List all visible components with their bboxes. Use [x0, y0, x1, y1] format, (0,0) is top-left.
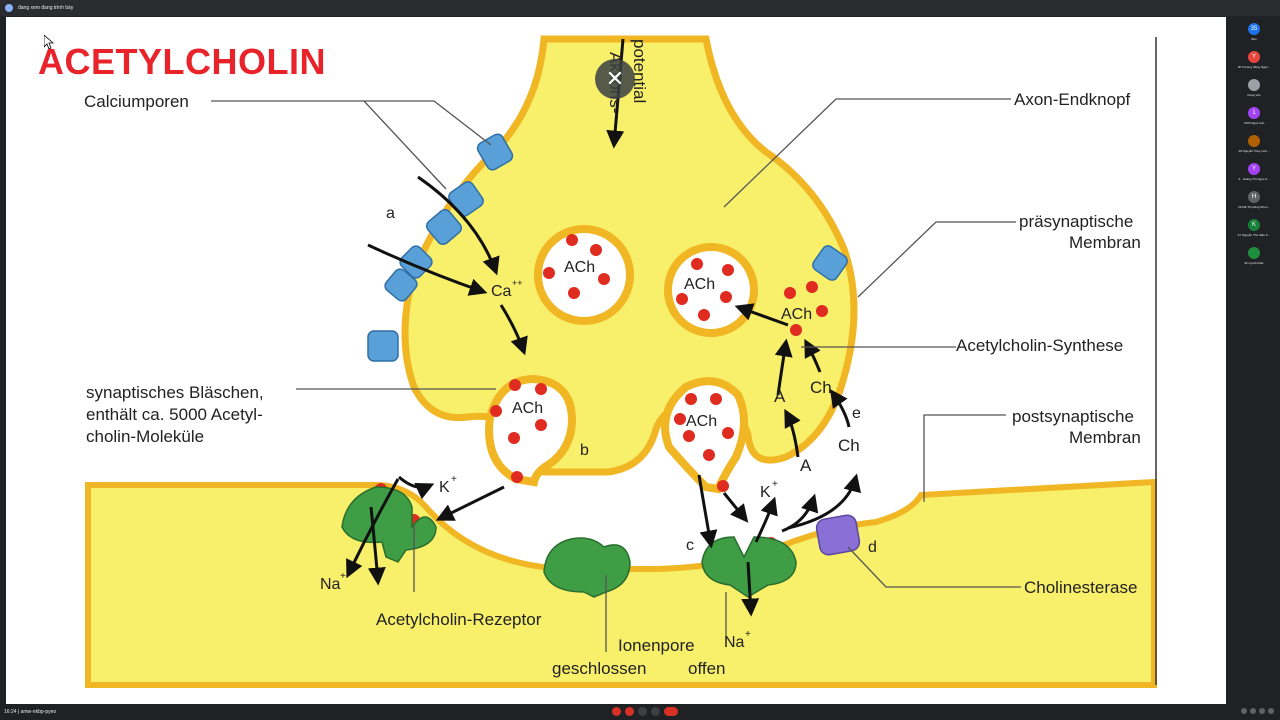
label-ionenpore: Ionenpore — [618, 636, 695, 655]
vesicle-fusing-left — [485, 374, 577, 487]
label-ach-2: ACh — [684, 276, 715, 293]
chat-icon[interactable] — [1259, 708, 1265, 714]
label-geschlossen: geschlossen — [552, 659, 647, 678]
cholinesterase-enzyme — [815, 514, 861, 556]
participant-tile[interactable]: H 29 Mã Thị Hồng Nhun... — [1231, 189, 1277, 211]
label-cholinesterase: Cholinesterase — [1024, 578, 1137, 597]
microphone-button[interactable] — [612, 707, 621, 716]
participant-tile[interactable]: Y 3 - Hoàng Thị Ngọc A... — [1231, 161, 1277, 183]
calcium-pores — [367, 133, 848, 362]
side-panel-controls — [1241, 708, 1274, 714]
mouse-cursor-icon — [43, 34, 55, 54]
label-k-right: K — [760, 484, 771, 501]
ach-receptors — [341, 486, 797, 598]
label-blaeschen-1: synaptisches Bläschen, — [86, 383, 264, 402]
meeting-time-code: 16:24 | amw-nkbp-pyeo — [4, 709, 57, 715]
label-blaeschen-2: enthält ca. 5000 Acetyl- — [86, 405, 263, 424]
participant-avatar: 35 — [1248, 23, 1260, 35]
label-k-left: K — [439, 479, 450, 496]
participant-name: 32 người khác — [1244, 261, 1264, 265]
window-icon — [5, 4, 13, 12]
label-synthese: Acetylcholin-Synthese — [956, 336, 1123, 355]
participant-tile[interactable]: 32 người khác — [1231, 245, 1277, 267]
ach-dots — [375, 234, 828, 557]
label-ach-1: ACh — [564, 259, 595, 276]
label-ca: Ca — [491, 283, 512, 300]
label-ach-5: ACh — [781, 306, 812, 323]
label-praesynaptische: präsynaptische — [1019, 212, 1133, 231]
participant-name: 7/6/5 Ngọc Anh — [1243, 121, 1265, 125]
label-praesyn-membran: Membran — [1069, 233, 1141, 252]
participant-name: 3 - Hoàng Thị Ngọc A... — [1238, 177, 1270, 181]
label-ach-3: ACh — [512, 400, 543, 417]
label-na-right-sup: + — [745, 629, 751, 640]
label-postsyn-membran: Membran — [1069, 428, 1141, 447]
label-letter-a: a — [386, 205, 395, 222]
participant-tile[interactable]: K 37 Nguyễn Thu Kiều K... — [1231, 217, 1277, 239]
participant-tile[interactable]: Y 30 Trương Hồng Ngọc... — [1231, 49, 1277, 71]
participant-name: 29 Mã Thị Hồng Nhun... — [1238, 205, 1270, 209]
label-k-right-sup: + — [772, 479, 778, 490]
label-letter-e: e — [852, 405, 861, 422]
more-options-button[interactable] — [651, 707, 660, 716]
participant-avatar — [1248, 79, 1260, 91]
participant-name: thong van — [1247, 93, 1261, 97]
window-titlebar: đang xem đang trình bày — [0, 0, 1280, 16]
vesicle-1 — [534, 225, 634, 325]
window-title: đang xem đang trình bày — [18, 5, 74, 11]
label-letter-c: c — [686, 537, 694, 554]
vesicle-fusing-right — [661, 377, 749, 494]
label-ch-upper: Ch — [810, 378, 832, 397]
participant-avatar — [1248, 247, 1260, 259]
participant-tile[interactable]: thong van — [1231, 77, 1277, 99]
label-calciumporen: Calciumporen — [84, 92, 189, 111]
slide-title: ACETYLCHOLIN — [38, 41, 326, 82]
shared-screen: Calciumporen Aktions- potential Axon-End… — [6, 17, 1226, 704]
meeting-bottom-bar: 16:24 | amw-nkbp-pyeo — [0, 704, 1280, 720]
participant-name: 30 Trương Hồng Ngọc... — [1237, 65, 1271, 69]
participant-name: Bạn — [1251, 37, 1257, 41]
participant-avatar — [1248, 135, 1260, 147]
close-icon: ✕ — [605, 66, 625, 91]
camera-button[interactable] — [625, 707, 634, 716]
label-letter-b: b — [580, 442, 589, 459]
label-k-left-sup: + — [451, 474, 457, 485]
label-rezeptor: Acetylcholin-Rezeptor — [376, 610, 542, 629]
participant-tile[interactable]: 1 7/6/5 Ngọc Anh — [1231, 105, 1277, 127]
label-na-left: Na — [320, 576, 341, 593]
flow-arrows — [346, 38, 862, 617]
label-ach-4: ACh — [686, 413, 717, 430]
label-na-left-sup: + — [340, 571, 346, 582]
activities-icon[interactable] — [1268, 708, 1274, 714]
label-axon-endknopf: Axon-Endknopf — [1014, 90, 1131, 109]
leave-call-button[interactable] — [664, 707, 678, 716]
leader-lines — [211, 98, 1021, 652]
participant-avatar: K — [1248, 219, 1260, 231]
participant-name: 37 Nguyễn Thu Kiều K... — [1237, 233, 1271, 237]
synapse-diagram: Calciumporen Aktions- potential Axon-End… — [84, 35, 1157, 688]
label-postsynaptische: postsynaptische — [1012, 407, 1134, 426]
label-aktions-2: potential — [630, 39, 649, 103]
close-overlay-button[interactable]: ✕ — [595, 59, 635, 99]
participant-avatar: 1 — [1248, 107, 1260, 119]
label-na-right: Na — [724, 634, 745, 651]
label-offen: offen — [688, 659, 726, 678]
info-icon[interactable] — [1241, 708, 1247, 714]
people-icon[interactable] — [1250, 708, 1256, 714]
label-a-upper: A — [774, 387, 786, 406]
participant-name: 20 Nguyễn Thùy Linh... — [1238, 149, 1270, 153]
label-blaeschen-3: cholin-Moleküle — [86, 427, 204, 446]
label-ca-sup: ++ — [512, 278, 523, 288]
participant-avatar: Y — [1248, 163, 1260, 175]
label-letter-d: d — [868, 539, 877, 556]
participant-tile[interactable]: 20 Nguyễn Thùy Linh... — [1231, 133, 1277, 155]
participant-avatar: Y — [1248, 51, 1260, 63]
participant-avatar: H — [1248, 191, 1260, 203]
label-a-lower: A — [800, 456, 812, 475]
meeting-controls — [612, 707, 678, 716]
captions-button[interactable] — [638, 707, 647, 716]
label-ch-lower: Ch — [838, 436, 860, 455]
